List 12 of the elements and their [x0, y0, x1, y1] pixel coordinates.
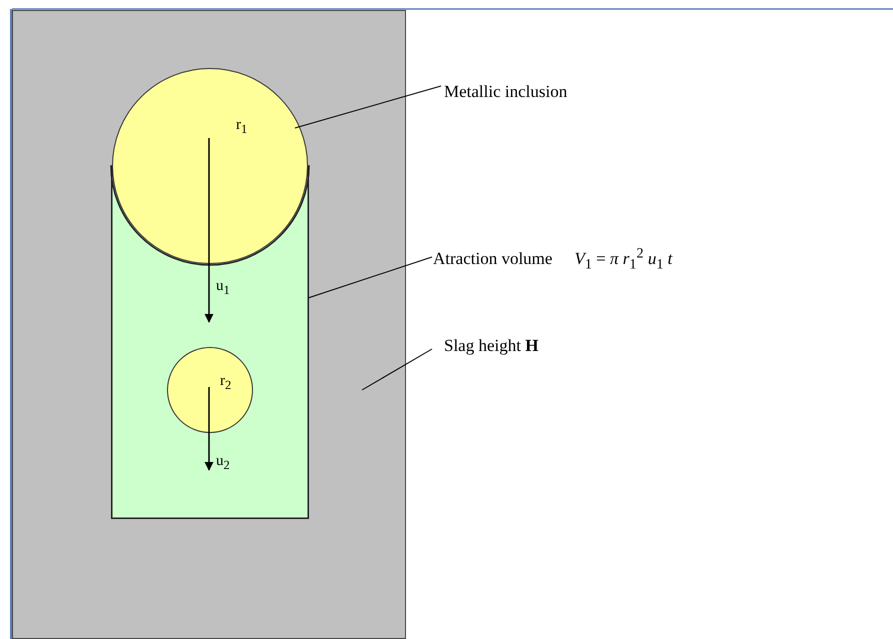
leader-line [294, 86, 442, 128]
callout-label: Slag height H [444, 336, 538, 355]
slag-layer [12, 10, 406, 639]
variable-label: u$_{2}$ [216, 453, 230, 473]
callout-label: Atraction volume [433, 248, 552, 268]
leader-line [308, 256, 432, 298]
variable-label: r$_{1}$ [236, 117, 248, 137]
leader-line [362, 348, 432, 390]
variable-label: u$_{1}$ [216, 278, 230, 298]
callout-label: Metallic inclusion [444, 82, 568, 101]
formula: V$_{1}$ = π r$_{1}$$^{2}$ u$_{1}$ t [574, 248, 672, 268]
variable-label: r$_{2}$ [220, 373, 232, 393]
